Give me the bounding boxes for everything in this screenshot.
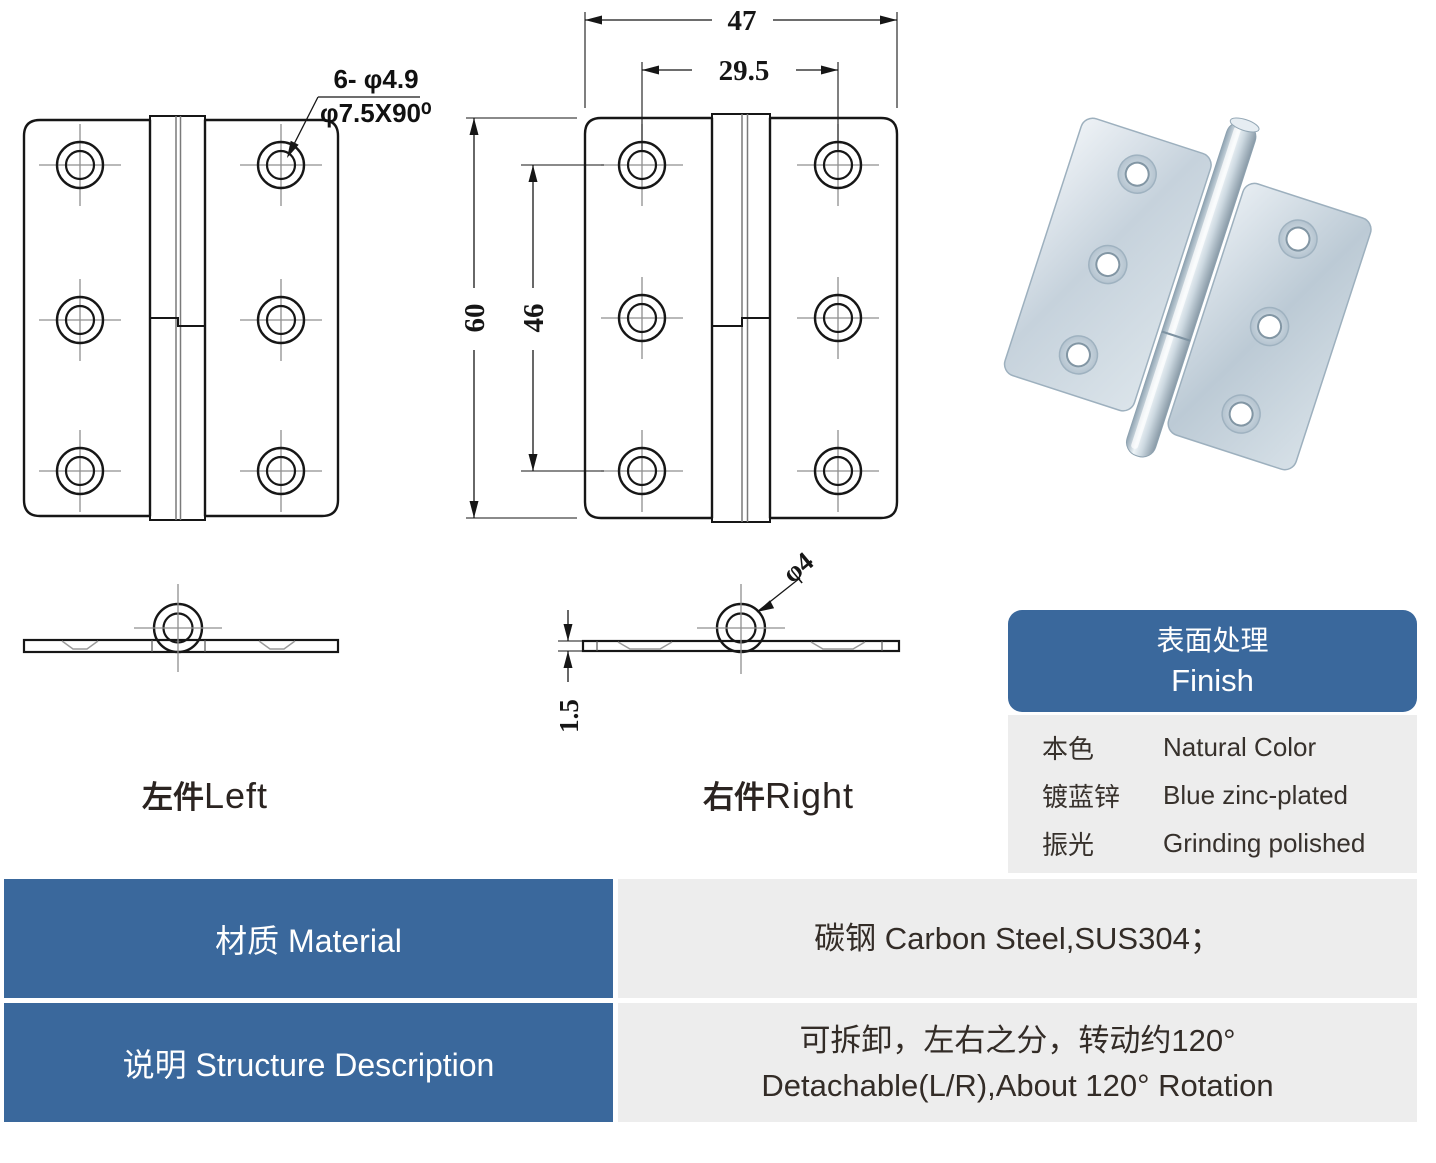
hole-callout-count: 6- φ4.9	[333, 64, 418, 94]
screw-hole	[39, 124, 121, 206]
photo-screw-hole	[1088, 244, 1128, 285]
dim-width-value: 47	[728, 5, 757, 37]
pin-top-cap	[1229, 117, 1260, 133]
dim-hole-pitch-value: 46	[518, 304, 550, 333]
screw-hole	[240, 124, 322, 206]
photo-screw-hole	[1117, 154, 1157, 194]
spec-value-description-line2: Detachable(L/R),About 120° Rotation	[761, 1067, 1274, 1103]
finish-row-cn: 振光	[1042, 829, 1095, 860]
photo-screw-hole	[1058, 335, 1099, 375]
screw-hole	[797, 430, 879, 512]
photo-screw-hole	[1249, 306, 1290, 347]
spec-table: 材质 Material 碳钢 Carbon Steel,SUS304； 说明 S…	[4, 879, 1417, 1127]
finish-row-en: Grinding polished	[1163, 827, 1366, 858]
left-hinge-side-view	[22, 584, 340, 672]
spec-value-material: 碳钢 Carbon Steel,SUS304；	[618, 879, 1417, 998]
left-view-label: 左件Left	[142, 772, 268, 817]
dimension-overall-height: 60	[459, 117, 577, 519]
screw-hole	[601, 277, 683, 359]
spec-row-material: 材质 Material 碳钢 Carbon Steel,SUS304；	[4, 879, 1417, 998]
dimension-hole-span: 29.5	[641, 55, 839, 152]
dim-height-value: 60	[459, 304, 491, 333]
finish-title-en: Finish	[1171, 663, 1254, 698]
spec-value-description-line1: 可拆卸，左右之分，转动约120°	[799, 1022, 1236, 1058]
finish-row-en: Natural Color	[1163, 731, 1317, 762]
finish-table: 表面处理 Finish 本色 Natural Color 镀蓝锌 Blue zi…	[1008, 610, 1417, 873]
finish-row: 本色 Natural Color	[1008, 723, 1417, 771]
finish-title-cn: 表面处理	[1156, 625, 1269, 656]
screw-hole	[240, 279, 322, 361]
photo-screw-hole	[1278, 219, 1318, 259]
right-hinge-front-view: 47 29.5 60	[459, 5, 899, 523]
right-view-label-en: Right	[765, 775, 855, 816]
screw-hole	[797, 277, 879, 359]
screw-hole	[601, 430, 683, 512]
left-view-label-en: Left	[204, 775, 269, 816]
dimension-hole-pitch: 46	[518, 164, 604, 472]
finish-row-cn: 镀蓝锌	[1042, 781, 1121, 812]
screw-hole	[39, 279, 121, 361]
finish-row-en: Blue zinc-plated	[1163, 779, 1348, 810]
hole-callout: 6- φ4.9 φ7.5X90⁰	[287, 64, 431, 158]
left-hinge-front-view: 6- φ4.9 φ7.5X90⁰	[22, 64, 431, 521]
screw-hole	[39, 430, 121, 512]
spec-label-material: 材质 Material	[4, 879, 613, 998]
photo-screw-hole	[1221, 394, 1261, 434]
finish-row-cn: 本色	[1042, 733, 1095, 764]
dim-hole-span-value: 29.5	[719, 55, 770, 87]
finish-row: 镀蓝锌 Blue zinc-plated	[1008, 771, 1417, 819]
right-view-label-cn: 右件	[703, 780, 765, 815]
hole-callout-countersink: φ7.5X90⁰	[320, 98, 431, 128]
spec-value-description: 可拆卸，左右之分，转动约120° Detachable(L/R),About 1…	[618, 1003, 1417, 1122]
finish-table-body: 本色 Natural Color 镀蓝锌 Blue zinc-plated 振光…	[1008, 715, 1417, 873]
spec-row-description: 说明 Structure Description 可拆卸，左右之分，转动约120…	[4, 1003, 1417, 1122]
spec-value-material-line1: 碳钢 Carbon Steel,SUS304；	[814, 921, 1221, 956]
dim-thickness-value: 1.5	[554, 699, 584, 733]
right-view-label: 右件Right	[703, 772, 854, 817]
spec-label-description: 说明 Structure Description	[4, 1003, 613, 1122]
left-view-label-cn: 左件	[142, 780, 204, 815]
finish-table-header: 表面处理 Finish	[1008, 610, 1417, 712]
screw-hole	[240, 430, 322, 512]
dimension-overall-width: 47	[584, 5, 898, 108]
finish-row: 振光 Grinding polished	[1008, 819, 1417, 867]
dimension-thickness: 1.5	[554, 610, 586, 733]
